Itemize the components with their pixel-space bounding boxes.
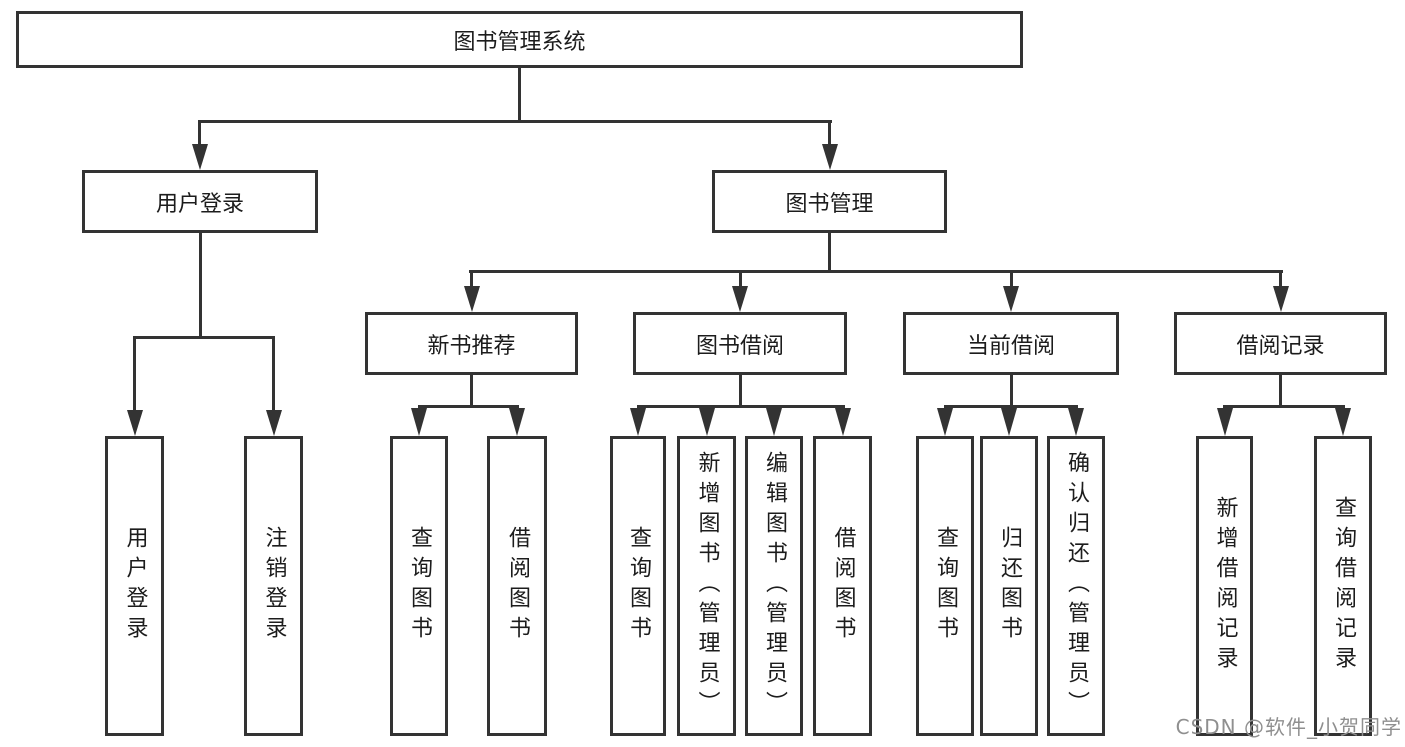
leaf-confirm-return-admin: 确认归还（管理员） <box>1047 436 1105 736</box>
arrowhead-current-borrow-icon <box>1003 286 1019 312</box>
leaf-add-borrow-record: 新增借阅记录 <box>1196 436 1253 736</box>
connector-drop-new-book <box>470 270 473 286</box>
connector-book-management-stem <box>828 232 831 273</box>
leaf-newbook-borrow-books: 借阅图书 <box>487 436 547 736</box>
connector-drop-leaf-logout <box>272 336 275 410</box>
leaf-return-books: 归还图书 <box>980 436 1038 736</box>
node-book-management: 图书管理 <box>712 170 947 233</box>
arrowhead-br-add-icon <box>1216 408 1233 436</box>
arrowhead-book-borrow-icon <box>732 286 748 312</box>
arrowhead-cb-query-icon <box>937 408 953 436</box>
leaf-borrow-query-books: 查询图书 <box>610 436 666 736</box>
arrowhead-leaf-login-icon <box>126 410 143 436</box>
node-borrow-record: 借阅记录 <box>1174 312 1387 375</box>
node-new-book-recommend: 新书推荐 <box>365 312 578 375</box>
node-current-borrow: 当前借阅 <box>903 312 1119 375</box>
connector-new-book-stem <box>470 375 473 405</box>
leaf-query-borrow-record: 查询借阅记录 <box>1314 436 1372 736</box>
arrowhead-cb-confirm-icon <box>1068 408 1084 436</box>
connector-drop-current-borrow <box>1009 270 1013 286</box>
arrowhead-borrow-record-icon <box>1272 286 1289 312</box>
leaf-logout: 注销登录 <box>244 436 303 736</box>
leaf-borrow-books: 借阅图书 <box>813 436 872 736</box>
arrowhead-br-query-icon <box>1335 408 1351 436</box>
connector-drop-leaf-login <box>133 336 136 410</box>
connector-book-management-branch <box>469 270 1283 273</box>
connector-book-borrow-stem <box>738 375 742 405</box>
node-library-management-system: 图书管理系统 <box>16 11 1023 68</box>
connector-root-branch <box>198 120 832 123</box>
connector-drop-borrow-record <box>1279 270 1282 286</box>
connector-book-borrow-branch <box>636 405 845 408</box>
arrowhead-nb-query-icon <box>411 408 427 436</box>
leaf-edit-book-admin: 编辑图书（管理员） <box>745 436 803 736</box>
arrowhead-bb-edit-icon <box>766 408 782 436</box>
connector-drop-book-borrow <box>738 270 742 286</box>
arrowhead-new-book-icon <box>463 286 480 312</box>
connector-current-borrow-branch <box>943 405 1078 408</box>
leaf-user-login: 用户登录 <box>105 436 164 736</box>
arrowhead-user-login-icon <box>191 144 208 170</box>
connector-drop-user-login <box>198 120 201 146</box>
leaf-add-book-admin: 新增图书（管理员） <box>677 436 736 736</box>
arrowhead-bb-query-icon <box>630 408 646 436</box>
connector-new-book-branch <box>417 405 519 408</box>
connector-borrow-record-stem <box>1279 375 1282 405</box>
arrowhead-leaf-logout-icon <box>265 410 282 436</box>
connector-user-login-stem <box>198 233 202 336</box>
leaf-current-query-books: 查询图书 <box>916 436 974 736</box>
arrowhead-nb-borrow-icon <box>509 408 525 436</box>
connector-current-borrow-stem <box>1009 375 1013 405</box>
node-book-borrow: 图书借阅 <box>633 312 847 375</box>
arrowhead-bb-borrow-icon <box>834 408 851 436</box>
connector-user-login-branch <box>133 336 275 339</box>
arrowhead-cb-return-icon <box>1001 408 1017 436</box>
leaf-newbook-query-books: 查询图书 <box>390 436 448 736</box>
arrowhead-bb-add-icon <box>698 408 715 436</box>
arrowhead-book-management-icon <box>821 144 838 170</box>
connector-drop-book-management <box>828 120 831 146</box>
connector-borrow-record-branch <box>1223 405 1345 408</box>
node-user-login: 用户登录 <box>82 170 318 233</box>
csdn-watermark: CSDN @软件_小贺同学 <box>1175 715 1402 739</box>
connector-root-stem <box>518 68 521 120</box>
